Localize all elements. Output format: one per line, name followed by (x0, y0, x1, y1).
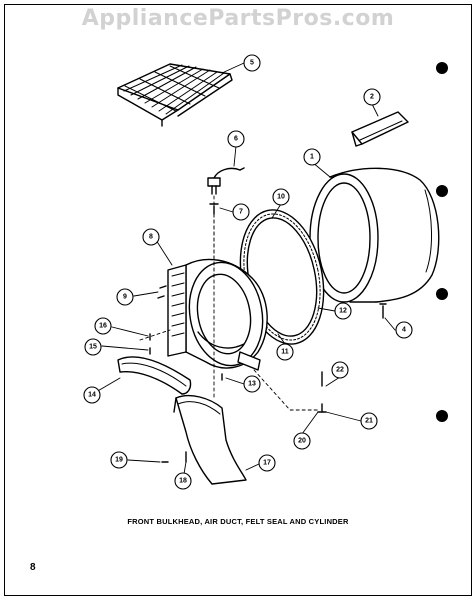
callout-15-number: 15 (89, 344, 97, 351)
binder-hole (436, 410, 448, 422)
callout-6-number: 6 (234, 136, 238, 143)
callout-16[interactable] (94, 317, 112, 335)
callout-9[interactable] (116, 288, 134, 306)
air-duct (173, 394, 247, 485)
binder-hole (436, 62, 448, 74)
callout-21[interactable] (360, 412, 378, 430)
callout-17-number: 17 (263, 460, 271, 467)
binder-hole (436, 288, 448, 300)
leader-lines (95, 62, 396, 475)
callout-balloons (83, 54, 413, 490)
callout-22[interactable] (331, 361, 349, 379)
callout-8[interactable] (142, 228, 160, 246)
callout-8-number: 8 (149, 234, 153, 241)
callout-10[interactable] (272, 188, 290, 206)
binder-hole (436, 185, 448, 197)
screw (317, 403, 327, 413)
callout-numbers: 1 2 4 5 6 7 8 9 10 11 12 13 14 15 16 17 … (88, 60, 406, 485)
screw (157, 285, 167, 299)
callout-13-number: 13 (248, 381, 256, 388)
callout-14[interactable] (83, 386, 101, 404)
callout-5-number: 5 (250, 60, 254, 67)
watermark: AppliancePartsPros.com (81, 6, 395, 31)
callout-1[interactable] (303, 148, 321, 166)
callout-7[interactable] (232, 203, 250, 221)
callout-4-number: 4 (402, 327, 406, 334)
callout-12-number: 12 (339, 308, 347, 315)
callout-6[interactable] (227, 130, 245, 148)
callout-19[interactable] (110, 451, 128, 469)
front-bulkhead (167, 258, 268, 371)
callout-22-number: 22 (336, 367, 344, 374)
callout-20[interactable] (293, 432, 311, 450)
callout-13[interactable] (243, 375, 261, 393)
callout-2-number: 2 (370, 94, 374, 101)
callout-10-number: 10 (277, 194, 285, 201)
callout-11[interactable] (276, 343, 294, 361)
callout-1-number: 1 (310, 154, 314, 161)
callout-5[interactable] (243, 54, 261, 72)
callout-18[interactable] (174, 472, 192, 490)
assembly-guide-lines (139, 195, 321, 411)
lint-screen (117, 63, 233, 127)
sensor-wire (207, 167, 245, 195)
diagram-caption: FRONT BULKHEAD, AIR DUCT, FELT SEAL AND … (127, 517, 349, 526)
callout-7-number: 7 (239, 209, 243, 216)
callout-9-number: 9 (123, 294, 127, 301)
screw (379, 303, 387, 319)
callout-4[interactable] (395, 321, 413, 339)
page-number: 8 (30, 562, 36, 573)
callout-11-number: 11 (281, 349, 289, 356)
callout-20-number: 20 (298, 438, 306, 445)
lint-duct-trim (117, 356, 192, 395)
callout-19-number: 19 (115, 457, 123, 464)
drum-cylinder (309, 167, 440, 303)
screw (161, 451, 187, 463)
callout-2[interactable] (363, 88, 381, 106)
duct-piece (351, 111, 409, 147)
callout-21-number: 21 (365, 418, 373, 425)
callout-12[interactable] (334, 302, 352, 320)
callout-16-number: 16 (99, 323, 107, 330)
callout-17[interactable] (258, 454, 276, 472)
callout-18-number: 18 (179, 478, 187, 485)
callout-15[interactable] (84, 338, 102, 356)
callout-14-number: 14 (88, 392, 96, 399)
